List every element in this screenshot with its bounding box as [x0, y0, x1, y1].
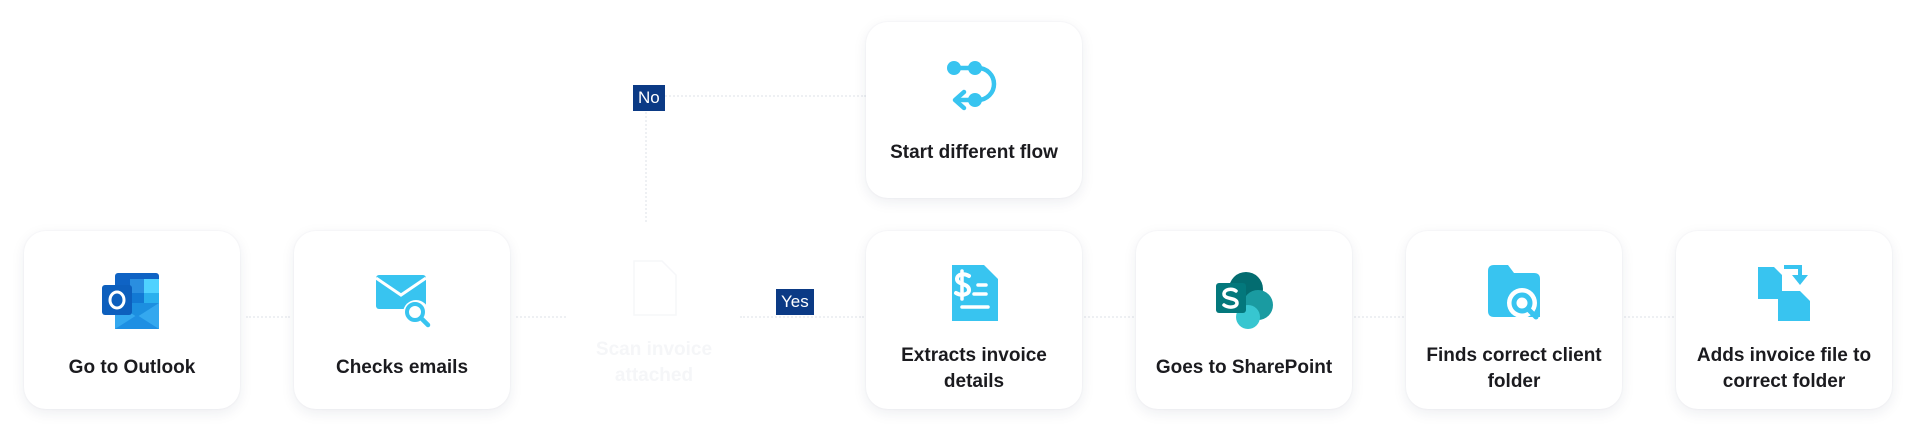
folder-search-icon — [1488, 265, 1540, 320]
connector-no-startflow — [662, 95, 866, 97]
invoice-dollar-icon — [952, 265, 998, 321]
node-label: Extracts invoice details — [901, 345, 1047, 392]
node-label: Start different flow — [890, 142, 1058, 163]
branch-no-label: No — [633, 85, 665, 111]
node-label: Finds correct client folder — [1426, 345, 1602, 392]
node-label: Go to Outlook — [68, 357, 196, 378]
connector-decision-no — [645, 112, 647, 222]
connector-decision-yes — [740, 316, 864, 318]
connector-checks-decision — [516, 316, 566, 318]
connector-folder-add — [1624, 316, 1674, 318]
node-start-different-flow[interactable]: Start different flow — [866, 22, 1082, 198]
outlook-icon — [102, 273, 159, 329]
connector-sharepoint-folder — [1354, 316, 1404, 318]
node-extracts-invoice-details[interactable]: Extracts invoice details — [866, 231, 1082, 409]
node-go-to-outlook[interactable]: Go to Outlook — [24, 231, 240, 409]
node-adds-invoice-file[interactable]: Adds invoice file to correct folder — [1676, 231, 1892, 409]
node-label: Checks emails — [335, 357, 469, 378]
node-goes-to-sharepoint[interactable]: Goes to SharePoint — [1136, 231, 1352, 409]
node-label: Goes to SharePoint — [1155, 357, 1333, 378]
connector-extract-sharepoint — [1084, 316, 1134, 318]
mail-search-icon — [375, 275, 431, 328]
branch-yes-label: Yes — [776, 289, 814, 315]
node-label: Scan invoice attached — [595, 339, 713, 386]
file-move-icon — [1758, 265, 1810, 321]
node-checks-emails[interactable]: Checks emails — [294, 231, 510, 409]
connector-outlook-checks — [246, 316, 290, 318]
node-label: Adds invoice file to correct folder — [1696, 345, 1872, 392]
flow-redirect-icon — [947, 61, 997, 111]
node-decision[interactable]: Scan invoice attached — [546, 225, 762, 403]
invoice-document-icon — [633, 260, 677, 316]
sharepoint-icon — [1216, 272, 1273, 329]
node-finds-correct-client-folder[interactable]: Finds correct client folder — [1406, 231, 1622, 409]
